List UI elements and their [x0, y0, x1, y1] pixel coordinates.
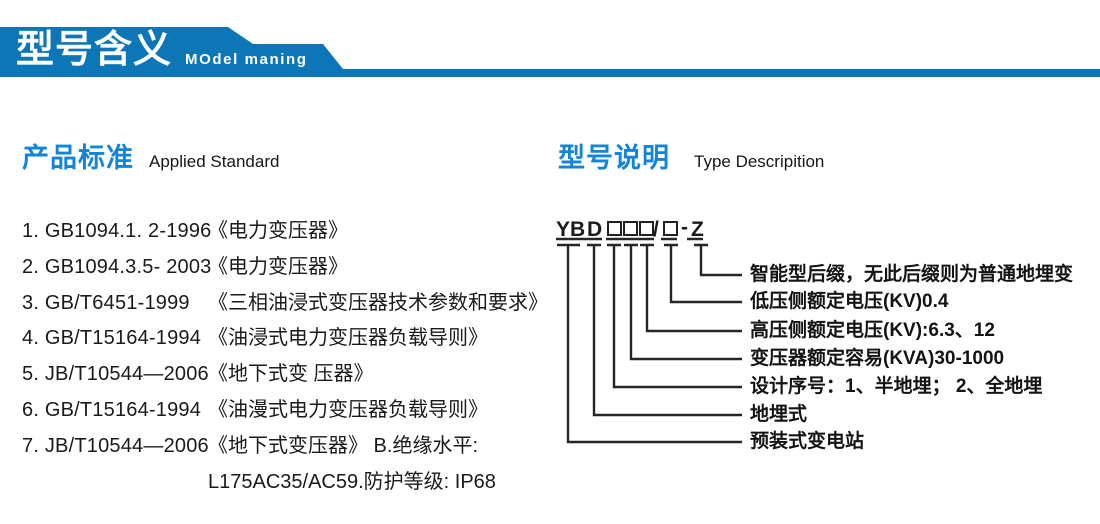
standard-title: 《地下式变 压器》: [208, 363, 374, 386]
section-heading-standards: 产品标准 Applied Standard: [22, 136, 279, 175]
standards-heading-en: Applied Standard: [149, 152, 280, 171]
model-heading-cn: 型号说明: [558, 143, 670, 173]
model-label: 低压侧额定电压(KV)0.4: [750, 291, 949, 312]
standard-title: 《电力变压器》: [208, 220, 348, 242]
standard-code: 3. GB/T6451-1999: [22, 291, 190, 314]
standard-item: 7. JB/T10544—2006 《地下式变压器》 B.绝缘水平:: [22, 432, 547, 468]
header-band-shape: [0, 27, 1100, 77]
standard-code: 4. GB/T15164-1994: [22, 327, 202, 350]
standard-code: 5. JB/T10544—2006: [22, 363, 209, 386]
standard-item-continuation: L175AC35/AC59.防护等级: IP68: [22, 468, 547, 504]
model-label: 设计序号：1、半地埋； 2、全地埋: [750, 376, 1043, 397]
page-title: 型号含义: [16, 29, 173, 71]
header-band: [0, 27, 1100, 77]
standard-title: 《油漫式电力变压器负载导则》: [208, 398, 488, 421]
standard-title: 《地下式变压器》 B.绝缘水平:: [208, 434, 479, 457]
page-subtitle: MOdel maning: [185, 51, 308, 68]
code-box-4: [663, 221, 678, 236]
code-part-slash: /: [653, 218, 659, 241]
connector-d: [586, 237, 742, 417]
code-part-dash: -: [681, 216, 688, 239]
standard-title: 《油浸式电力变压器负载导则》: [208, 327, 488, 350]
code-part-yb: YB: [556, 218, 586, 241]
standard-code: 1. GB1094.1. 2-1996: [22, 220, 212, 242]
standard-code: 6. GB/T15164-1994: [22, 398, 202, 421]
standards-list: 1. GB1094.1. 2-1996 《电力变压器》 2. GB1094.3.…: [22, 217, 548, 504]
code-part-d: D: [587, 218, 603, 241]
code-box-3: [639, 221, 654, 236]
code-part-z: Z: [691, 218, 704, 241]
code-box-2: [623, 221, 638, 236]
connector-box1: [606, 237, 742, 389]
standard-item: 5. JB/T10544—2006 《地下式变 压器》: [22, 360, 547, 396]
standard-title-continuation: L175AC35/AC59.防护等级: IP68: [208, 470, 496, 493]
section-heading-model: 型号说明 Type Descripition: [558, 136, 824, 175]
model-label: 预装式变电站: [750, 431, 865, 452]
standard-item: 4. GB/T15164-1994 《油浸式电力变压器负载导则》: [22, 324, 547, 360]
standard-title: 《电力变压器》: [208, 255, 348, 278]
code-box-1: [607, 221, 622, 236]
model-label: 智能型后缀，无此后缀则为普通地埋变: [750, 264, 1074, 285]
standard-title: 《三相油浸式变压器技术参数和要求》: [208, 291, 548, 314]
model-label: 高压侧额定电压(KV):6.3、12: [750, 320, 995, 341]
standard-item: 6. GB/T15164-1994 《油漫式电力变压器负载导则》: [22, 396, 547, 432]
connector-box4: [661, 237, 742, 304]
standard-item: 1. GB1094.1. 2-1996 《电力变压器》: [22, 217, 547, 253]
standard-item: 2. GB1094.3.5- 2003 《电力变压器》: [22, 253, 547, 289]
standard-code: 2. GB1094.3.5- 2003: [22, 255, 212, 278]
standard-item: 3. GB/T6451-1999 《三相油浸式变压器技术参数和要求》: [22, 289, 548, 325]
connector-box2: [622, 237, 742, 361]
model-label: 变压器额定容易(KVA)30-1000: [750, 348, 1005, 369]
standards-heading-cn: 产品标准: [22, 143, 134, 173]
model-label: 地埋式: [750, 404, 808, 425]
connector-z: [687, 237, 742, 277]
standard-code: 7. JB/T10544—2006: [22, 434, 209, 457]
connector-box3: [638, 237, 742, 333]
model-heading-en: Type Descripition: [694, 152, 825, 171]
connector-yb: [556, 237, 742, 444]
